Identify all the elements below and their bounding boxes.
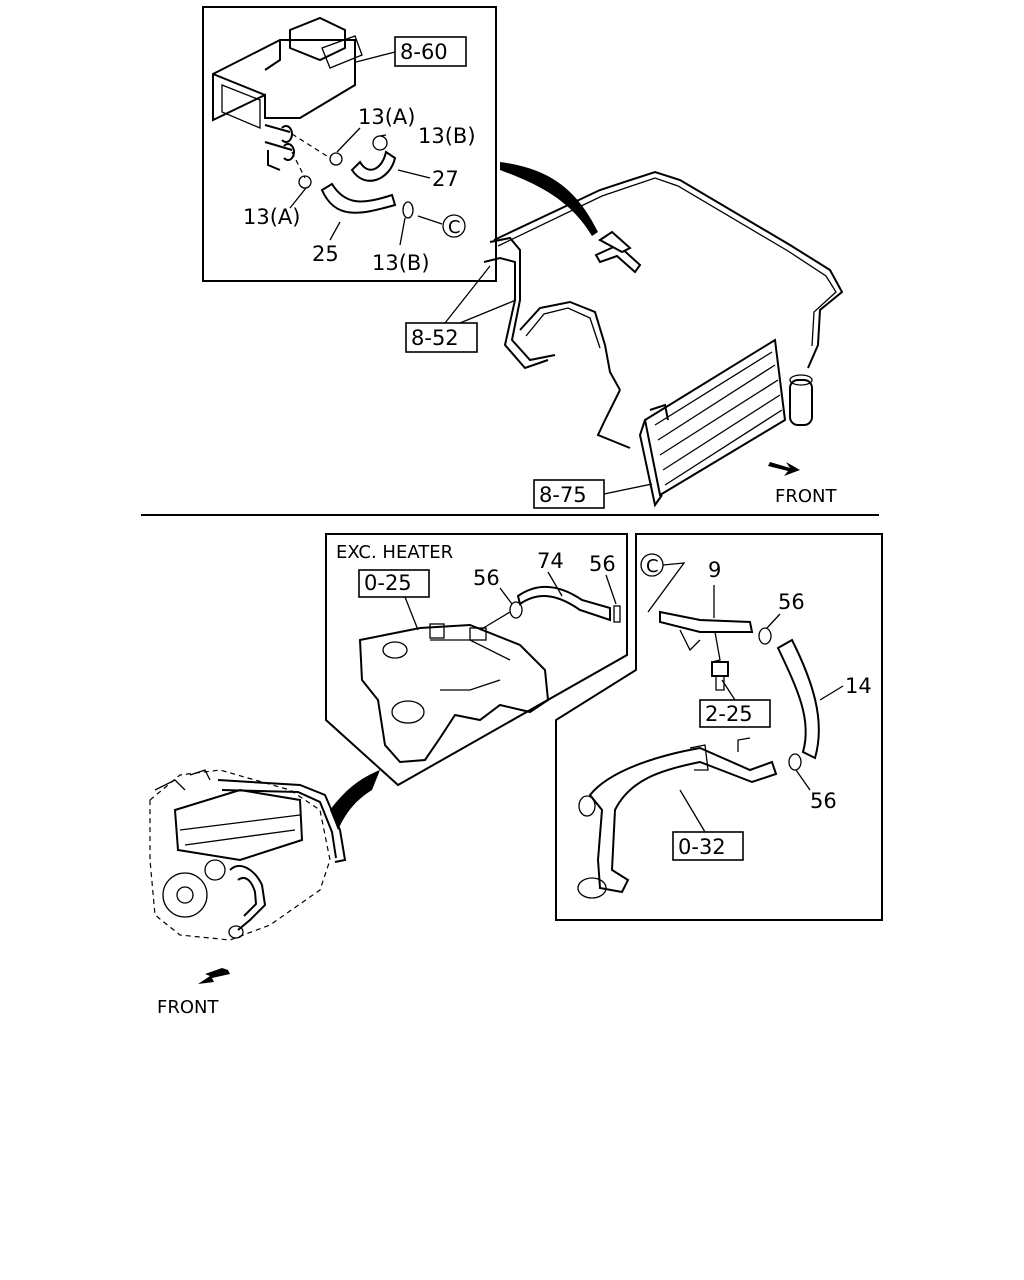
callout-13a-lower: 13(A) bbox=[243, 205, 300, 229]
water-pipe-0-32 bbox=[588, 746, 778, 894]
ref-box-8-75 bbox=[533, 479, 605, 509]
clamp-13a-upper bbox=[329, 152, 343, 166]
clamp-56-mid-a bbox=[509, 601, 523, 619]
detail-arrow-top bbox=[500, 162, 598, 236]
ref-box-2-25 bbox=[699, 699, 771, 728]
callout-0-32: 0-32 bbox=[678, 835, 726, 859]
pipe-9 bbox=[659, 610, 754, 633]
callout-56-mid-a: 56 bbox=[473, 566, 500, 590]
callout-56-right-a: 56 bbox=[778, 590, 805, 614]
hose-27 bbox=[350, 150, 397, 182]
callout-8-52: 8-52 bbox=[411, 326, 459, 350]
clamp-13b-lower bbox=[402, 201, 414, 219]
exc-heater-frame bbox=[325, 533, 628, 787]
ac-line-long bbox=[493, 170, 844, 369]
ref-c-circle-top bbox=[442, 214, 466, 238]
engine-block bbox=[149, 769, 331, 941]
ref-box-8-52 bbox=[405, 322, 478, 353]
top-inset bbox=[202, 6, 497, 282]
clamp-56-right-b bbox=[788, 753, 802, 771]
exc-heater-label: EXC. HEATER bbox=[336, 542, 453, 563]
ref-box-0-32 bbox=[672, 831, 744, 861]
engine-drawing bbox=[149, 769, 380, 984]
callout-56-right-b: 56 bbox=[810, 789, 837, 813]
clamp-56-mid-b bbox=[613, 605, 621, 623]
callout-27: 27 bbox=[432, 167, 459, 191]
ac-hose bbox=[519, 300, 621, 391]
clamp-56-right-a bbox=[758, 627, 772, 645]
hose-25 bbox=[320, 182, 397, 214]
detail-arrow-engine bbox=[330, 770, 380, 830]
callout-13b-lower: 13(B) bbox=[372, 251, 430, 275]
intake-manifold bbox=[358, 623, 550, 764]
engine-heater-pipe bbox=[217, 779, 347, 863]
receiver-drier bbox=[789, 379, 813, 426]
callout-0-25: 0-25 bbox=[364, 571, 412, 595]
callout-c-top: C bbox=[448, 217, 461, 238]
front-arrow-top bbox=[768, 462, 800, 476]
right-inset bbox=[555, 533, 883, 921]
hose-14 bbox=[776, 638, 820, 760]
callout-13a-upper: 13(A) bbox=[358, 105, 415, 129]
ref-box-8-60 bbox=[394, 36, 467, 67]
callout-13b-upper: 13(B) bbox=[418, 124, 476, 148]
callout-2-25: 2-25 bbox=[705, 702, 753, 726]
clamp-13b-upper bbox=[372, 135, 388, 151]
top-inset-frame bbox=[202, 6, 497, 282]
front-label-top: FRONT bbox=[775, 486, 837, 507]
condenser bbox=[643, 338, 787, 497]
bolt-2-25 bbox=[711, 661, 729, 677]
front-label-bottom: FRONT bbox=[157, 997, 219, 1018]
clamp-13a-lower bbox=[298, 175, 312, 189]
callout-8-75: 8-75 bbox=[539, 483, 587, 507]
exc-heater-inset bbox=[325, 533, 628, 787]
callout-56-mid-b: 56 bbox=[589, 552, 616, 576]
ac-piping-drawing bbox=[405, 162, 844, 509]
callout-25: 25 bbox=[312, 242, 339, 266]
heater-unit bbox=[212, 39, 356, 122]
callout-c-right: C bbox=[646, 556, 659, 577]
hose-74 bbox=[516, 585, 611, 622]
callout-74: 74 bbox=[537, 549, 564, 573]
front-arrow-bottom bbox=[198, 968, 230, 984]
ref-box-0-25 bbox=[358, 569, 430, 598]
right-inset-frame bbox=[555, 533, 883, 921]
callout-14: 14 bbox=[845, 674, 872, 698]
callout-9: 9 bbox=[708, 558, 721, 582]
callout-8-60: 8-60 bbox=[400, 40, 448, 64]
